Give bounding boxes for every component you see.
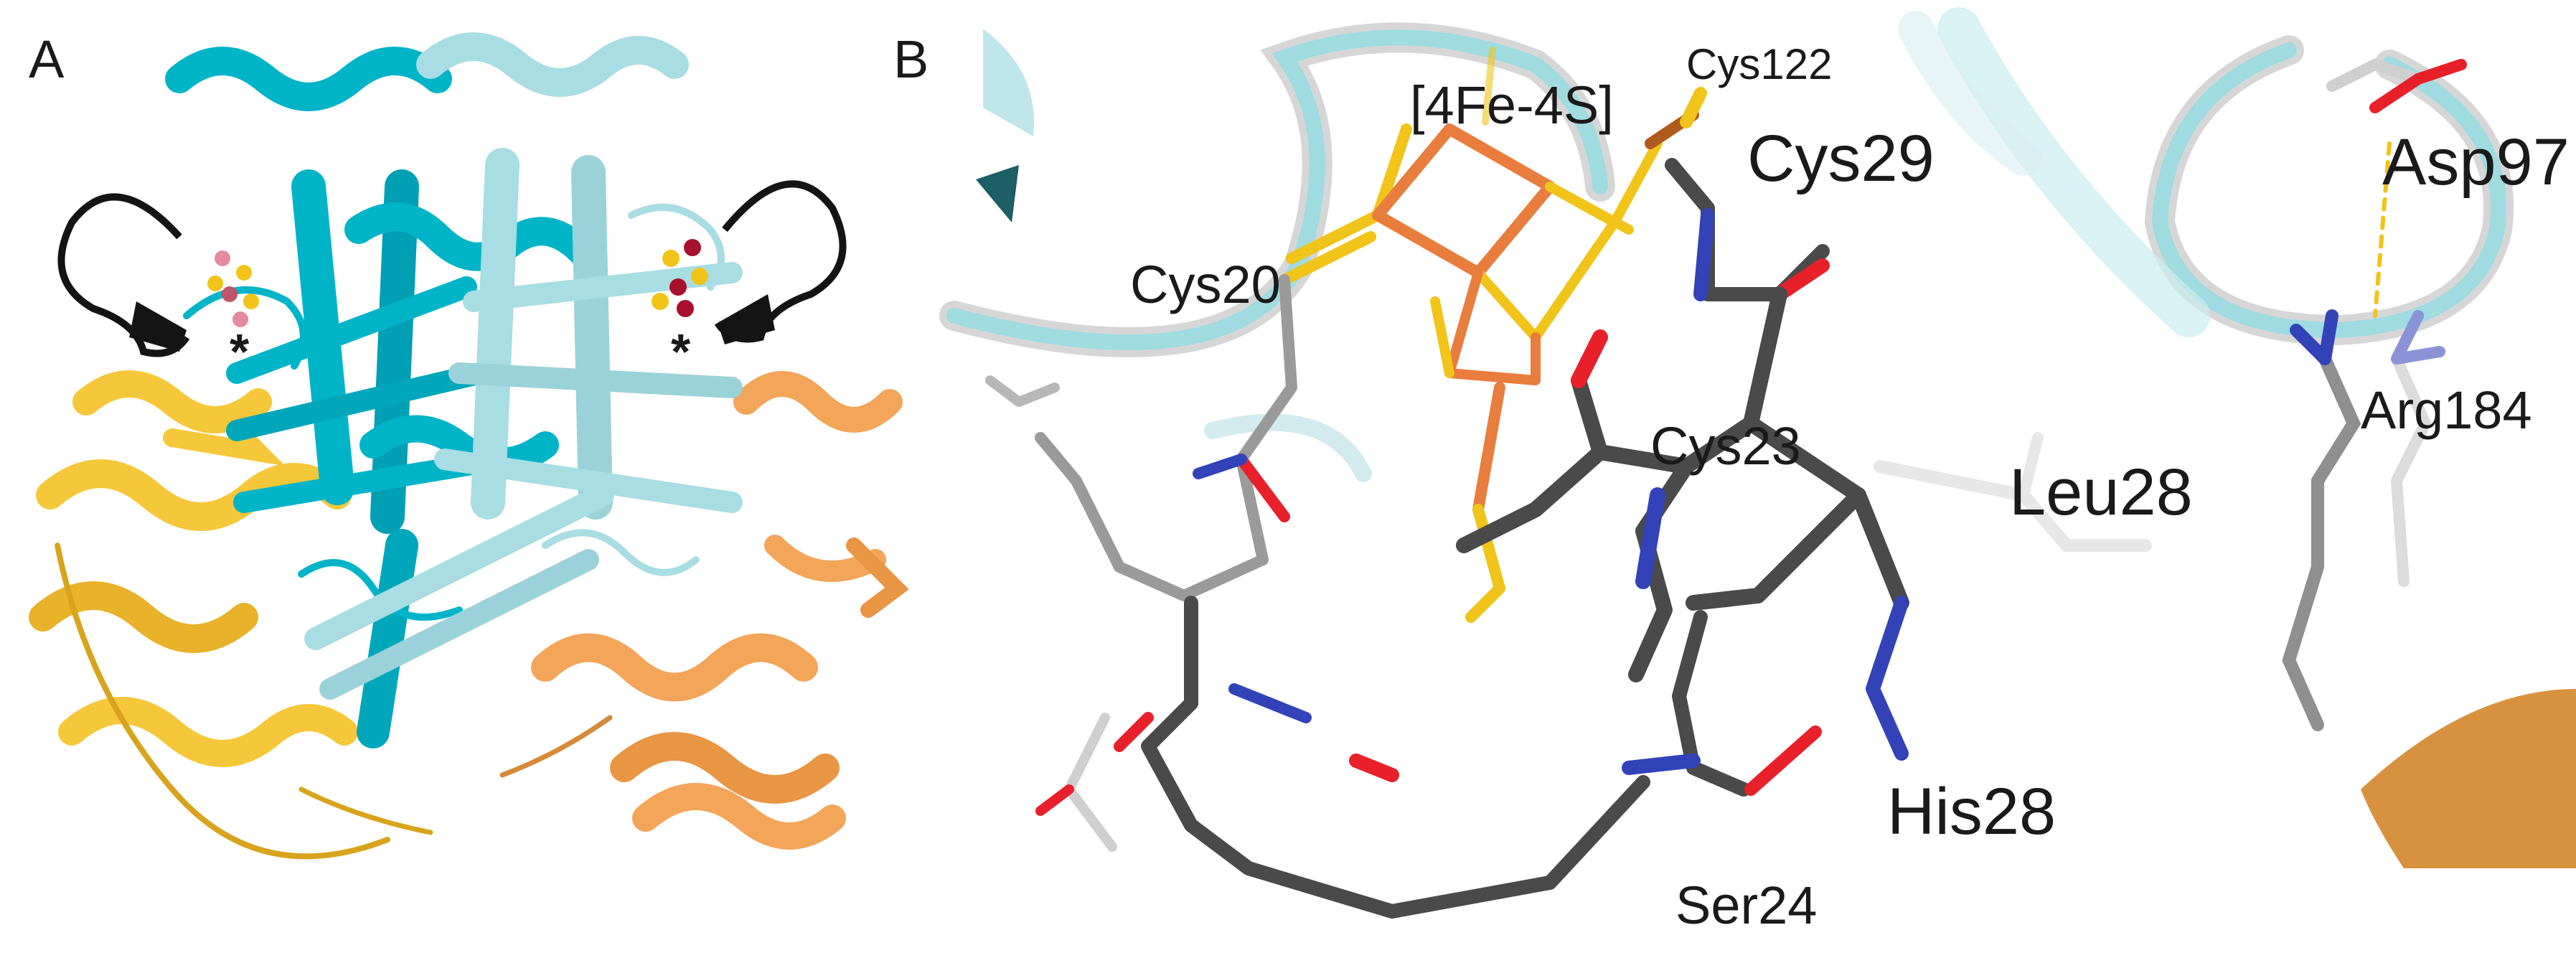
yellow-domain [29,370,433,860]
panel-b-letter: B [893,29,929,89]
arg184-sticks [2282,309,2445,731]
label-4fe-4s: [4Fe-4S] [1410,75,1614,135]
his28-cys29-sticks [1456,158,1909,797]
panel-a-structure [29,32,909,860]
ribbon-top-left [976,29,1035,222]
label-asp97: Asp97 [2382,126,2570,199]
asp97-sticks [2326,58,2467,318]
dark-cyan-subunit [165,47,596,748]
label-ser24: Ser24 [1675,875,1818,935]
orange-domain [499,371,909,850]
label-cys20: Cys20 [1130,255,1281,314]
leu28-sticks [1874,432,2152,552]
loop-top-right [1898,7,2514,346]
left-cluster-loop [57,193,259,357]
backbone-tube [939,22,1615,482]
right-cluster-loop [652,180,847,344]
label-his28: His28 [1887,775,2056,848]
label-leu28: Leu28 [2009,456,2193,529]
label-arg184: Arg184 [2361,380,2532,440]
orange-ribbon [2361,689,2576,868]
panel-a-letter: A [29,29,65,89]
panel-a-star-right: * [671,324,691,380]
label-cys23: Cys23 [1650,416,1801,476]
panel-b-structure [939,7,2576,953]
label-cys29: Cys29 [1747,122,1935,195]
light-cyan-subunit [304,32,743,700]
cys20-and-backbone [985,231,1650,919]
label-cys122: Cys122 [1686,40,1833,88]
panel-a-star-left: * [230,324,250,380]
fe4s4-cluster [1286,47,1707,623]
